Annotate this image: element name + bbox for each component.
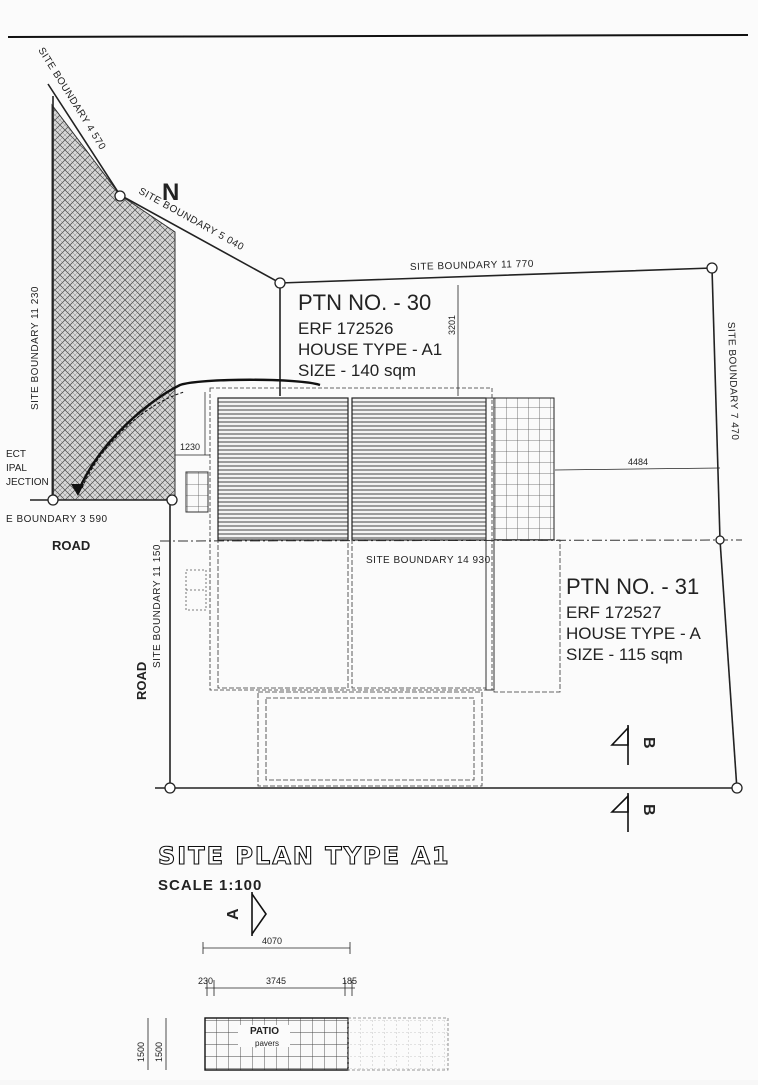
north-label: N (162, 179, 179, 206)
plan-title: SITE PLAN TYPE A1 (158, 842, 451, 870)
dim-1230: 1230 (180, 442, 200, 452)
connection-marker (71, 484, 84, 496)
ptn31-number: PTN NO. - 31 (566, 574, 699, 599)
boundary-label-7470: SITE BOUNDARY 7 470 (725, 322, 740, 441)
ptn31-erf: ERF 172527 (566, 603, 661, 622)
sheet-top-border (7, 34, 749, 38)
dim-4484: 4484 (628, 457, 648, 467)
hatched-area (51, 103, 176, 501)
patio-extension (347, 1017, 449, 1071)
wall-strip (485, 397, 495, 691)
patio-label: PATIO (250, 1026, 279, 1037)
section-b-lower: B (640, 804, 657, 816)
dim-185: 185 (342, 976, 357, 986)
patio-sublabel: pavers (255, 1039, 279, 1048)
lower-units (217, 539, 561, 787)
plan-scale: SCALE 1:100 (158, 877, 262, 894)
roof-left (217, 397, 349, 541)
dimension-lines (147, 285, 721, 1070)
connection-note-line2: IPAL (6, 463, 27, 474)
ptn30-size: SIZE - 140 sqm (298, 361, 416, 380)
section-b-upper: B (640, 737, 657, 749)
ptn30-house-type: HOUSE TYPE - A1 (298, 340, 442, 359)
dim-1500-b: 1500 (154, 1042, 164, 1062)
dim-4070: 4070 (262, 936, 282, 946)
boundary-label-3590: E BOUNDARY 3 590 (6, 514, 108, 525)
ptn31-size: SIZE - 115 sqm (566, 645, 683, 664)
dim-3745: 3745 (266, 976, 286, 986)
roof-right (351, 397, 487, 541)
ptn31-house-type: HOUSE TYPE - A (566, 624, 701, 643)
dim-230: 230 (198, 976, 213, 986)
boundary-label-11230: SITE BOUNDARY 11 230 (30, 286, 41, 410)
ptn30-number: PTN NO. - 30 (298, 290, 431, 315)
patio-label-bg (238, 1025, 290, 1047)
paved-area (493, 397, 555, 541)
boundary-label-11770: SITE BOUNDARY 11 770 (410, 259, 534, 273)
boundary-label-11150: SITE BOUNDARY 11 150 (152, 544, 163, 668)
steps-element (185, 471, 209, 513)
section-a: A (225, 908, 242, 920)
window-element (185, 569, 207, 611)
site-boundary-lines (30, 83, 742, 791)
boundary-label-14930: SITE BOUNDARY 14 930 (366, 555, 491, 566)
road-label-side: ROAD (134, 662, 149, 700)
dim-3201: 3201 (447, 315, 457, 335)
ptn30-erf: ERF 172526 (298, 319, 393, 338)
house-outline (209, 387, 493, 691)
dim-1500-a: 1500 (136, 1042, 146, 1062)
connection-note-line3: JECTION (6, 477, 49, 488)
service-connection-line (76, 378, 321, 493)
section-markers (251, 725, 629, 936)
boundary-pegs (47, 190, 743, 794)
road-label-bottom: ROAD (52, 538, 90, 553)
connection-note-line1: ECT (6, 449, 26, 460)
